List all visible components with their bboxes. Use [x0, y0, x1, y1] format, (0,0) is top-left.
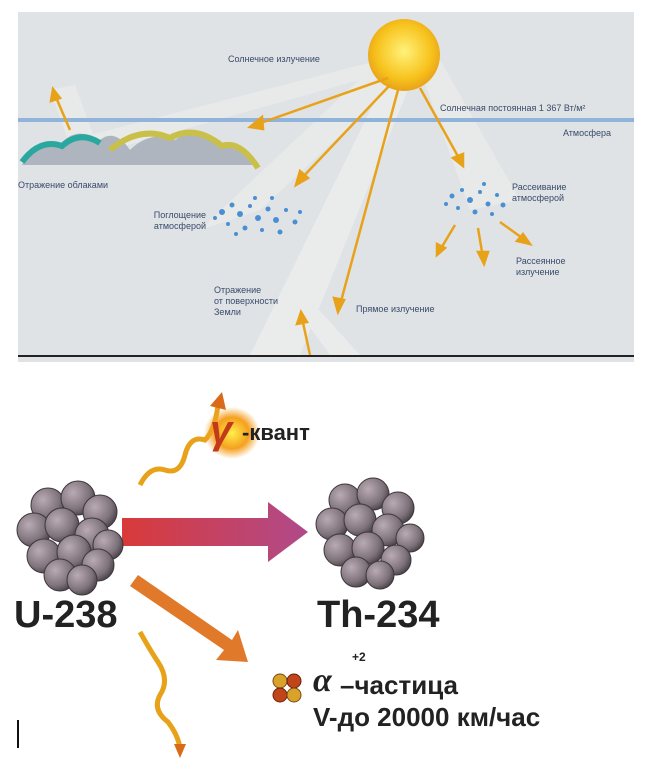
- label-scattered: Рассеянное излучение: [516, 256, 566, 278]
- u238-label: U-238: [14, 594, 118, 636]
- decay-arrow: [122, 502, 308, 562]
- alpha-particle-icon: [272, 673, 302, 703]
- label-direct-radiation: Прямое излучение: [356, 304, 435, 314]
- u238-nucleus-icon: [16, 480, 124, 596]
- label-absorption-line2: атмосферой: [153, 221, 206, 231]
- gamma-arrow-head: [210, 392, 226, 410]
- solar-radiation-panel: [18, 12, 634, 362]
- label-cloud-reflection: Отражение облаками: [18, 180, 109, 190]
- label-surface-line3: Земли: [214, 307, 241, 317]
- label-scattered-line2: излучение: [516, 267, 560, 277]
- alpha-label: –частица: [340, 670, 458, 700]
- label-surface-line1: Отражение: [214, 285, 262, 295]
- alpha-charge: +2: [352, 650, 366, 664]
- ground-line: [18, 355, 634, 357]
- solar-arrows: [49, 76, 533, 356]
- atmosphere-line: [18, 118, 634, 122]
- text-cursor-bar: [17, 720, 19, 748]
- label-surface-line2: от поверхности: [214, 296, 279, 306]
- absorption-particles-icon: [213, 196, 302, 236]
- label-solar-radiation: Солнечное излучение: [228, 54, 320, 64]
- beta-wave-arrow: [137, 630, 183, 749]
- beta-arrow-head: [174, 744, 186, 758]
- alpha-symbol: α: [313, 662, 332, 699]
- th234-label: Th-234: [317, 594, 440, 636]
- label-scatter: Рассеивание атмосферой: [512, 182, 566, 204]
- sun-icon: [368, 19, 440, 91]
- gamma-symbol: γ: [210, 408, 233, 452]
- label-scattered-line1: Рассеянное: [516, 256, 566, 266]
- scatter-particles-icon: [444, 182, 506, 216]
- label-absorption: Поглощение атмосферой: [120, 210, 206, 232]
- alpha-speed-label: V-до 20000 км/час: [313, 702, 541, 732]
- label-scatter-line2: атмосферой: [512, 193, 565, 203]
- label-atmosphere: Атмосфера: [563, 128, 612, 138]
- alpha-arrow: [130, 575, 248, 662]
- label-absorption-line1: Поглощение: [153, 210, 206, 220]
- label-scatter-line1: Рассеивание: [512, 182, 567, 192]
- clouds-icon: [19, 129, 261, 170]
- th234-nucleus-icon: [315, 477, 425, 590]
- label-solar-constant: Солнечная постоянная 1 367 Вт/м²: [440, 103, 586, 113]
- gamma-label: -квант: [242, 420, 310, 445]
- gamma-wave-arrow: [137, 404, 221, 487]
- light-beams: [50, 55, 520, 355]
- gamma-glow: [204, 407, 260, 459]
- label-surface-reflection: Отражение от поверхности Земли: [214, 285, 278, 318]
